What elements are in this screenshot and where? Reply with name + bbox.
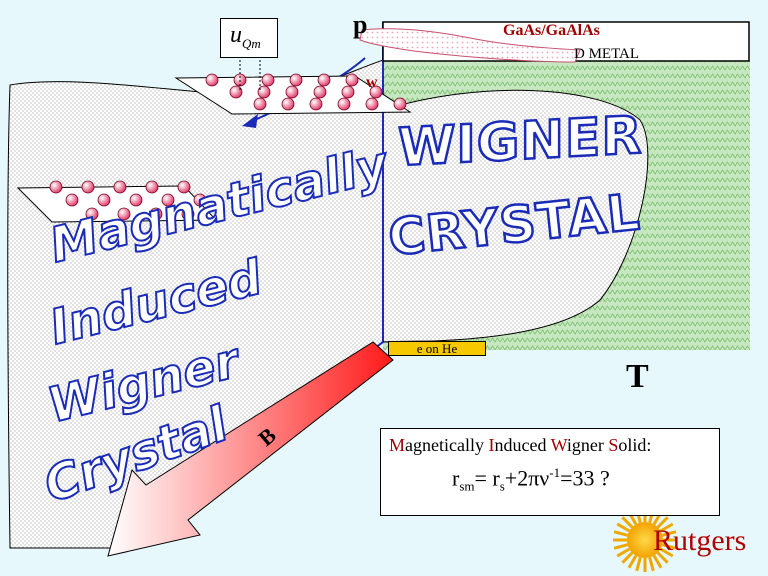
sun-ray [652, 554, 663, 569]
electron-dot [113, 180, 127, 194]
sun-ray [616, 522, 631, 533]
electron-dot [317, 73, 331, 87]
eq-r-sub: sm [459, 478, 475, 494]
uqm-label-main: u [230, 22, 242, 48]
t-axis-label: T [626, 358, 649, 395]
eq-part3: =33 ? [560, 465, 610, 491]
sun-ray [613, 543, 629, 550]
solid-word-4: olid: [618, 435, 652, 455]
uqm-label-box [220, 18, 278, 58]
sun-ray [661, 543, 677, 550]
eq-r: r [452, 465, 460, 491]
sun-ray [659, 522, 674, 533]
solid-word-3: igner [566, 435, 609, 455]
wigner-crystal-region [382, 89, 649, 343]
electron-dot [253, 97, 267, 111]
electron-dot [313, 85, 327, 99]
p-axis-label: p [353, 10, 368, 39]
u-arrowhead [242, 114, 258, 128]
solid-initial-s: S [608, 435, 619, 455]
metal-label: D METAL [574, 46, 640, 62]
eq-sub-s: s [499, 478, 505, 494]
electron-dot [345, 73, 359, 87]
e-on-he-tag: e on He [388, 341, 486, 356]
sun-ray [627, 554, 638, 569]
eq-part1: = r [474, 465, 500, 491]
electron-dot [177, 180, 191, 194]
rutgers-sun-core [627, 522, 663, 558]
electron-dot [65, 193, 79, 207]
electron-dot [261, 73, 275, 87]
electron-dot [393, 97, 407, 111]
electron-dot [85, 207, 99, 221]
electron-dot [97, 193, 111, 207]
electron-dot [205, 73, 219, 87]
solid-word-1: agnetically [405, 435, 489, 455]
sun-ray [635, 556, 642, 572]
electron-lattice-lower [49, 180, 207, 221]
sun-ray [616, 547, 631, 558]
eq-sup: -1 [549, 465, 561, 480]
electron-dot [337, 97, 351, 111]
electron-dot [161, 193, 175, 207]
sun-ray [621, 551, 634, 564]
magnetic-crystal-region [7, 59, 384, 549]
electron-dot [281, 97, 295, 111]
electron-dot [285, 85, 299, 99]
b-field-arrow [107, 341, 394, 557]
uqm-label: uQm [230, 22, 261, 52]
electron-dot [309, 97, 323, 111]
sun-ray [613, 530, 629, 537]
solid-initial-i: I [488, 435, 495, 455]
electron-lattice-top [205, 73, 407, 111]
electron-dot [129, 193, 143, 207]
electron-dot [341, 85, 355, 99]
electron-dot [369, 85, 383, 99]
electron-dot [193, 193, 207, 207]
eq-part2: +2πν [504, 465, 550, 491]
electron-dot [257, 85, 271, 99]
solid-box [380, 428, 720, 516]
sun-ray [656, 516, 669, 529]
sun-ray [659, 547, 674, 558]
electron-dot [289, 73, 303, 87]
electron-dot [181, 207, 195, 221]
solid-word-2: nduced [494, 435, 551, 455]
sun-ray [621, 516, 634, 529]
electron-dot [49, 180, 63, 194]
electron-dot [117, 207, 131, 221]
electron-dot [145, 180, 159, 194]
sun-ray [648, 556, 655, 572]
electron-dot [81, 180, 95, 194]
electron-dot [365, 97, 379, 111]
sun-ray [661, 530, 677, 537]
wigner-title: WIGNER [397, 104, 644, 179]
solid-initial-w: W [550, 435, 567, 455]
sun-ray [656, 551, 669, 564]
electron-dot [229, 85, 243, 99]
gaas-label: GaAs/GaAlAs [503, 22, 600, 39]
w-label: w [366, 74, 378, 91]
solid-title: Magnetically Induced Wigner Solid: [389, 435, 651, 456]
solid-initial-m: M [389, 435, 406, 455]
rsm-equation: rsm= rs+2πν-1=33 ? [452, 465, 610, 495]
electron-dot [149, 207, 163, 221]
uqm-label-subscript: Qm [242, 35, 261, 51]
electron-cloud [359, 28, 581, 63]
rutgers-logo: Rutgers [653, 524, 747, 557]
